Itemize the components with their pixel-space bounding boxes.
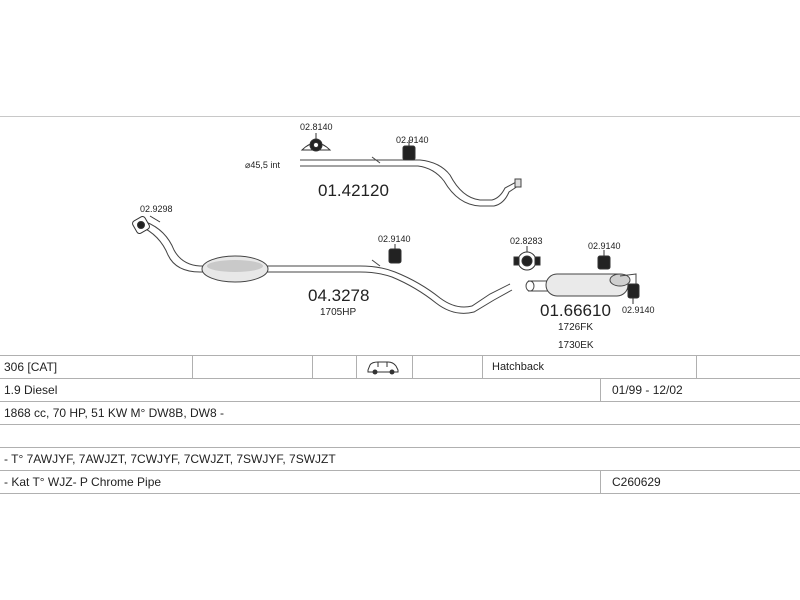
clamp-a-icon [300, 133, 332, 152]
details-row: 1868 cc, 70 HP, 51 KW M° DW8B, DW8 - [0, 402, 800, 425]
hanger-b-icon [388, 244, 402, 264]
hanger-a-icon [402, 140, 416, 161]
years-cell: 01/99 - 12/02 [612, 383, 683, 397]
clamp-b-label: 02.8283 [510, 236, 543, 246]
catalyst-label: 04.3278 [308, 286, 369, 305]
front-pipe-end [514, 178, 522, 188]
body-type-cell: Hatchback [492, 361, 544, 373]
vehicle-info-table: 306 [CAT] Hatchback 1.9 Diesel 01/99 - 1… [0, 355, 800, 494]
top-divider [0, 116, 800, 117]
types-cell: - T° 7AWJYF, 7AWJZT, 7CWJYF, 7CWJZT, 7SW… [4, 452, 336, 466]
hanger-c-label: 02.9140 [588, 241, 621, 251]
hanger-d-icon [627, 283, 640, 304]
hanger-b-label: 02.9140 [378, 234, 411, 244]
muffler-sub-label-2: 1730EK [558, 340, 594, 351]
rear-muffler-label: 01.66610 [540, 301, 611, 320]
muffler-sub-label-1: 1726FK [558, 322, 593, 333]
note-row: - Kat T° WJZ- P Chrome Pipe C260629 [0, 471, 800, 494]
model-row: 306 [CAT] Hatchback [0, 355, 800, 379]
inlet-dimension-label: ⌀45,5 int [245, 160, 280, 170]
model-cell: 306 [CAT] [4, 360, 58, 374]
spacer-row [0, 425, 800, 448]
clamp-a-label: 02.8140 [300, 122, 333, 132]
rear-muffler [525, 273, 637, 297]
details-cell: 1868 cc, 70 HP, 51 KW M° DW8B, DW8 - [4, 406, 224, 420]
code-cell: C260629 [612, 475, 661, 489]
cat-flange-icon [132, 215, 161, 234]
engine-row: 1.9 Diesel 01/99 - 12/02 [0, 379, 800, 402]
catalyst-sub-label: 1705HP [320, 307, 356, 318]
clamp-b-icon [513, 246, 541, 271]
front-pipe [300, 156, 519, 207]
hanger-a-label: 02.9140 [396, 135, 429, 145]
note-cell: - Kat T° WJZ- P Chrome Pipe [4, 475, 162, 489]
front-pipe-label: 01.42120 [318, 181, 389, 200]
cat-flange-label: 02.9298 [140, 204, 173, 214]
types-row: - T° 7AWJYF, 7AWJZT, 7CWJYF, 7CWJZT, 7SW… [0, 448, 800, 471]
car-icon [366, 359, 400, 381]
hanger-c-icon [597, 250, 611, 270]
catalyst-pipe [139, 221, 513, 314]
catalyst-icon [201, 255, 269, 283]
hanger-d-label: 02.9140 [622, 305, 655, 315]
engine-cell: 1.9 Diesel [4, 383, 58, 397]
